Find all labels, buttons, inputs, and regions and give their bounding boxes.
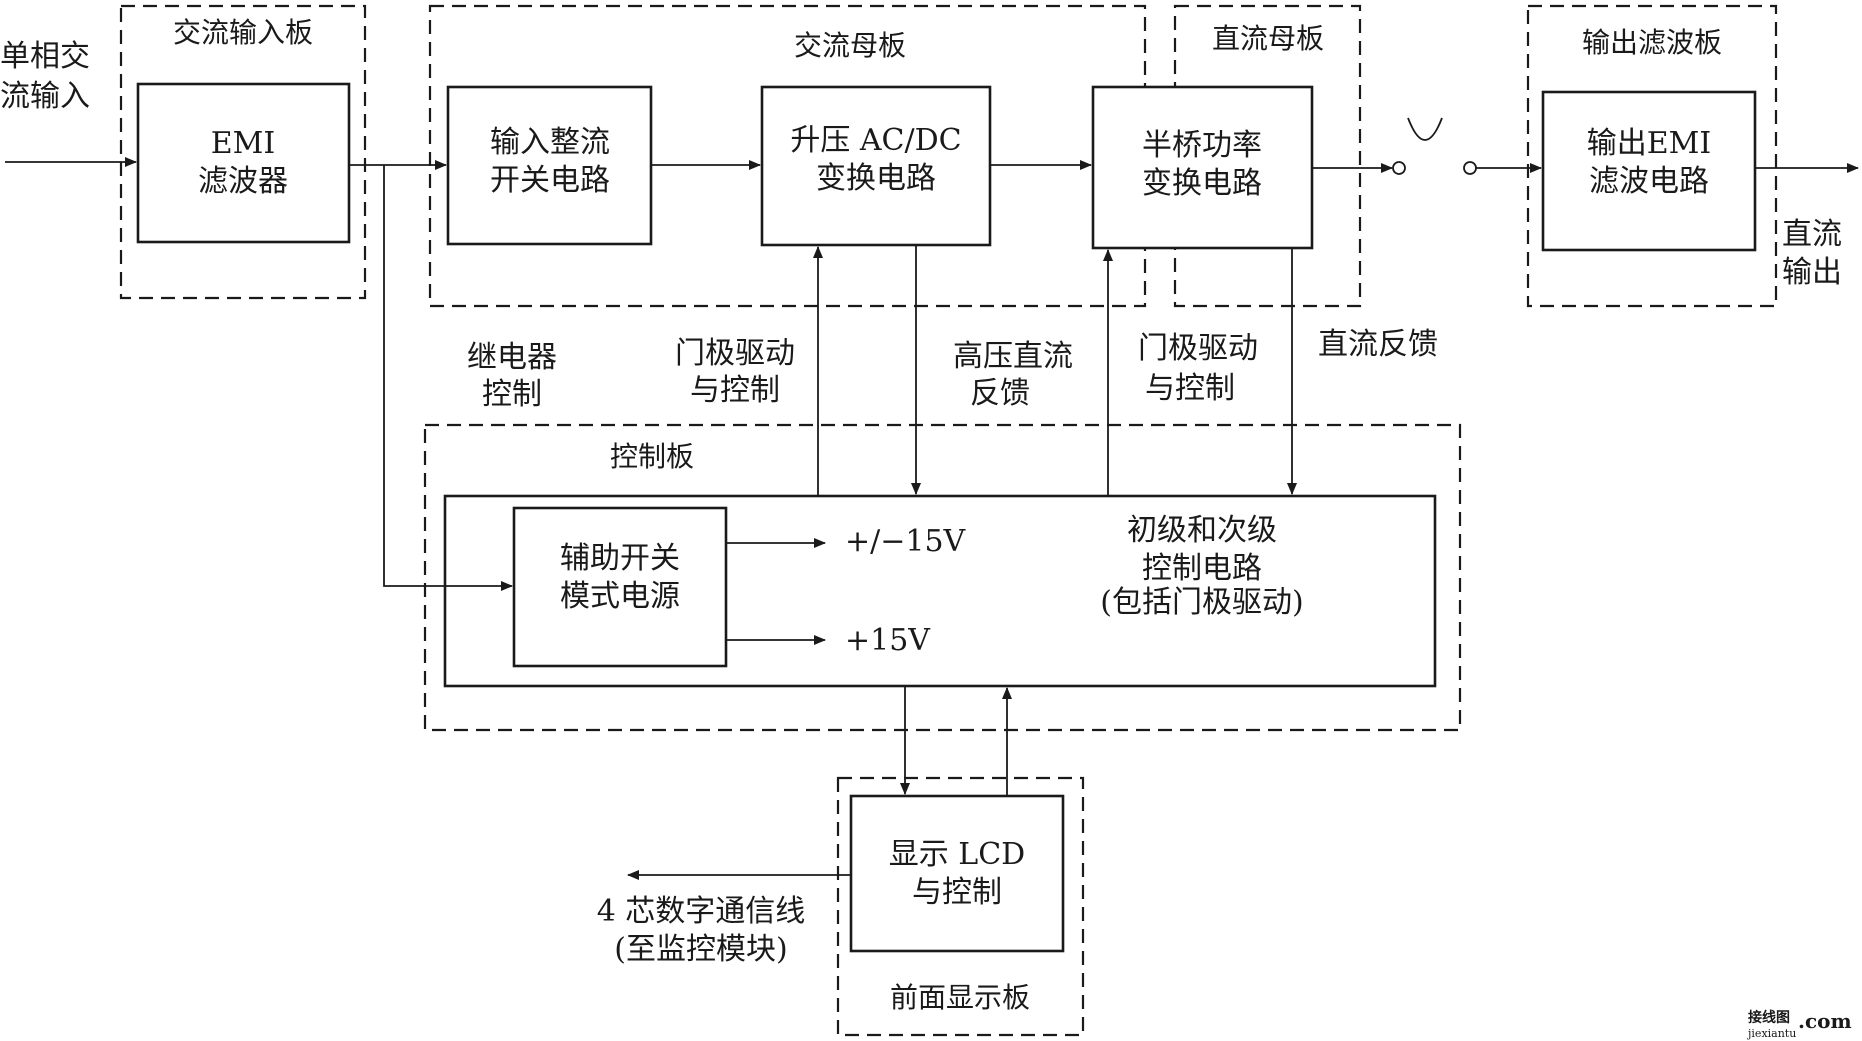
gate-drive-2-line2: 与控制	[1145, 371, 1235, 406]
aux-smps-line1: 辅助开关	[560, 541, 680, 576]
display-lcd-line2: 与控制	[912, 875, 1002, 910]
output-emi-line1: 输出EMI	[1587, 126, 1711, 161]
display-lcd-line1: 显示 LCD	[889, 837, 1025, 872]
comm-line-line2: (至监控模块)	[614, 932, 787, 967]
rail-p15-label: +15V	[845, 623, 931, 658]
rail-pm15-label: +/−15V	[845, 524, 967, 559]
ac-input-board-outline	[119, 4, 367, 300]
boost-acdc-line2: 变换电路	[816, 161, 936, 196]
output-filter-board-outline	[1526, 4, 1778, 308]
watermark-url: jiexiantu	[1746, 1027, 1796, 1040]
watermark-domain: .com	[1798, 1009, 1852, 1033]
half-bridge-line2: 变换电路	[1142, 166, 1262, 201]
hv-dc-feedback-line2: 反馈	[970, 376, 1030, 411]
dc-feedback-label: 直流反馈	[1318, 327, 1438, 362]
boost-acdc-block	[760, 85, 992, 247]
single-phase-input-line2: 流输入	[0, 79, 90, 114]
comm-line-line1: 4 芯数字通信线	[597, 894, 806, 929]
watermark-brand: 接线图	[1748, 1009, 1790, 1026]
single-phase-input-line1: 单相交	[0, 39, 90, 74]
gate-drive-1-line1: 门极驱动	[675, 336, 795, 371]
emi-filter-line1: EMI	[211, 126, 275, 161]
input-rectifier-line1: 输入整流	[490, 125, 610, 160]
primary-secondary-line1: 初级和次级	[1127, 513, 1277, 548]
boost-acdc-line1: 升压 AC/DC	[790, 123, 961, 158]
relay-control-line1: 继电器	[467, 340, 557, 375]
ac-mother-board-title: 交流母板	[794, 29, 906, 62]
front-display-board-title: 前面显示板	[890, 981, 1030, 1014]
relay-control-branch-wire	[383, 165, 513, 591]
output-emi-line2: 滤波电路	[1589, 164, 1709, 199]
aux-smps-block	[512, 506, 728, 668]
dc-output-line2: 输出	[1782, 255, 1842, 290]
switch-contact-right	[1463, 161, 1477, 175]
input-rectifier-block	[446, 85, 653, 246]
gate-drive-2-line1: 门极驱动	[1138, 331, 1258, 366]
switch-contact-left	[1392, 161, 1406, 175]
control-board-outline	[423, 423, 1462, 732]
display-lcd-block	[849, 794, 1065, 953]
primary-secondary-line3: (包括门极驱动)	[1100, 585, 1303, 620]
hv-dc-feedback-line1: 高压直流	[953, 339, 1073, 374]
dc-mother-board-title: 直流母板	[1212, 22, 1324, 55]
input-rectifier-line2: 开关电路	[490, 163, 610, 198]
relay-control-line2: 控制	[482, 377, 542, 412]
front-display-board-outline	[836, 776, 1085, 1037]
aux-smps-line2: 模式电源	[560, 579, 680, 614]
half-bridge-line1: 半桥功率	[1142, 128, 1262, 163]
emi-filter-line2: 滤波器	[198, 164, 288, 199]
dc-output-line1: 直流	[1782, 217, 1842, 252]
switch-blade	[1407, 117, 1443, 141]
output-emi-block	[1541, 90, 1757, 252]
output-filter-board-title: 输出滤波板	[1582, 26, 1722, 59]
gate-drive-1-line2: 与控制	[690, 373, 780, 408]
ac-input-board-title: 交流输入板	[173, 16, 313, 49]
control-board-title: 控制板	[610, 440, 694, 473]
primary-secondary-line2: 控制电路	[1142, 551, 1262, 586]
emi-filter-block	[136, 82, 351, 244]
